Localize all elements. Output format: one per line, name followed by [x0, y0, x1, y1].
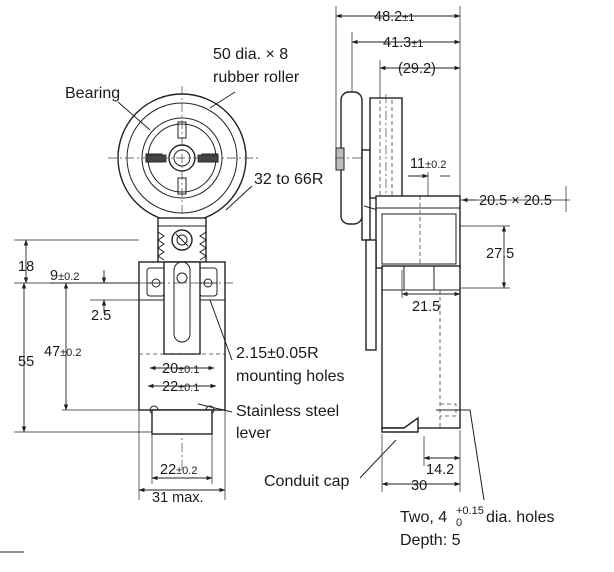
- switch-body: [138, 261, 236, 435]
- holes-label-prefix: Two, 4: [400, 509, 447, 526]
- lever-label-line1: Stainless steel: [236, 403, 339, 420]
- dim-55: 55: [18, 354, 34, 370]
- holes-label: Two, 4 +0.15 0 dia. holes: [400, 505, 555, 529]
- holes-label-upper-tol: +0.15: [456, 505, 484, 517]
- svg-text:48.2±1: 48.2±1: [374, 9, 414, 25]
- dim-47-tol: ±0.2: [60, 347, 81, 359]
- depth-label: Depth: 5: [400, 532, 461, 549]
- side-dimensions: [335, 6, 570, 501]
- dim-20-tol: ±0.1: [178, 364, 199, 376]
- roller-label-line1: 50 dia. × 8: [213, 46, 288, 63]
- front-dimensions: [14, 91, 253, 500]
- svg-text:22±0.1: 22±0.1: [162, 379, 199, 395]
- dim-48: 48.2: [374, 9, 402, 25]
- holes-label-suffix: dia. holes: [486, 509, 555, 526]
- labels: 50 dia. × 8 rubber roller Bearing 32 to …: [65, 46, 555, 549]
- dim-18: 18: [18, 259, 34, 275]
- dim-22a-tol: ±0.1: [178, 382, 199, 394]
- svg-text:20±0.1: 20±0.1: [162, 361, 199, 377]
- mounting-label-line1: 2.15±0.05R: [236, 345, 319, 362]
- dim-41-tol: ±1: [411, 38, 423, 50]
- svg-text:47±0.2: 47±0.2: [44, 344, 81, 360]
- radius-label: 32 to 66R: [254, 171, 323, 188]
- svg-text:22±0.2: 22±0.2: [160, 462, 197, 478]
- dim-9-tol: ±0.2: [58, 271, 79, 283]
- dim-11-tol: ±0.2: [425, 159, 446, 171]
- holes-label-lower-tol: 0: [456, 517, 462, 529]
- dim-11: 11: [410, 156, 425, 172]
- dim-20: 20: [162, 361, 178, 377]
- dim-48-tol: ±1: [402, 12, 414, 24]
- dim-47: 47: [44, 344, 60, 360]
- svg-text:9±0.2: 9±0.2: [50, 268, 79, 284]
- dim-22a: 22: [162, 379, 178, 395]
- dim-30: 30: [411, 478, 427, 494]
- dim-2-5: 2.5: [91, 308, 111, 324]
- dim-22b: 22: [160, 462, 176, 478]
- side-view: [335, 91, 470, 433]
- dim-27-5: 27.5: [486, 246, 514, 262]
- dim-square: 20.5 × 20.5: [479, 193, 552, 209]
- conduit-label: Conduit cap: [264, 473, 349, 490]
- dimension-values: 48.2±1 41.3±1 (29.2) 11±0.2 20.5 × 20.5 …: [18, 9, 552, 506]
- roller-label-line2: rubber roller: [213, 69, 300, 86]
- svg-text:11±0.2: 11±0.2: [410, 156, 446, 172]
- mounting-label-line2: mounting holes: [236, 368, 345, 385]
- dim-22b-tol: ±0.2: [176, 465, 197, 477]
- lever-label-line2: lever: [236, 425, 271, 442]
- dim-21-5: 21.5: [412, 299, 440, 315]
- svg-text:41.3±1: 41.3±1: [383, 35, 423, 51]
- dim-29: (29.2): [398, 61, 436, 77]
- bearing-label: Bearing: [65, 85, 120, 102]
- dim-9: 9: [50, 268, 58, 284]
- dim-31: 31 max.: [152, 490, 204, 506]
- dim-14-2: 14.2: [426, 462, 454, 478]
- lever-arm: [157, 217, 207, 265]
- dim-41: 41.3: [383, 35, 411, 51]
